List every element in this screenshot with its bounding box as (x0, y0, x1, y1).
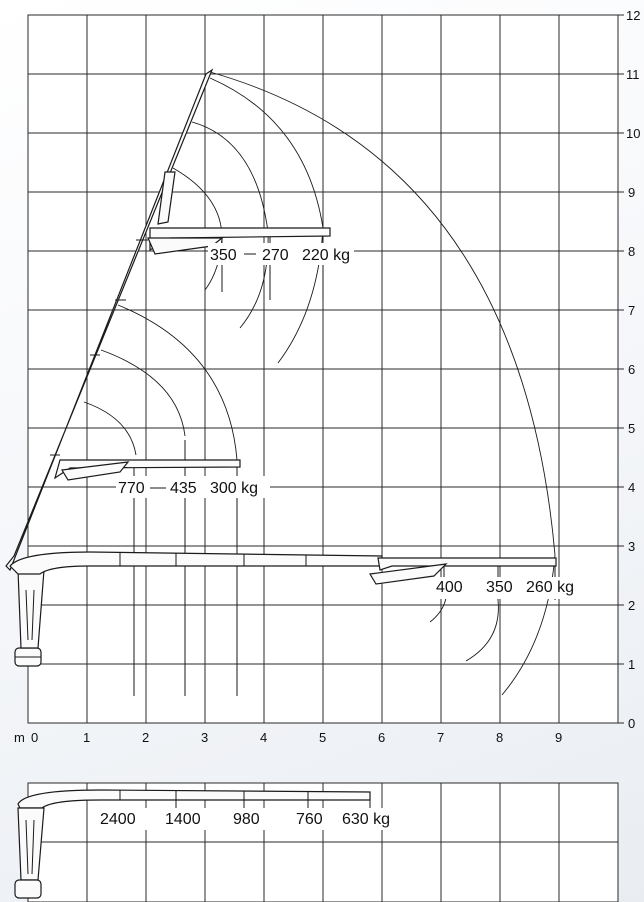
y-tick-4: 4 (628, 480, 635, 495)
x-tick-5: 5 (319, 730, 326, 745)
bottom-cap-3: 980 (233, 811, 260, 828)
x-tick-1: 1 (83, 730, 90, 745)
bottom-cap-4: 760 (296, 811, 323, 828)
low-cap-2: 350 (486, 579, 513, 596)
y-tick-8: 8 (628, 244, 635, 259)
x-tick-6: 6 (378, 730, 385, 745)
low-cap-1: 400 (436, 579, 463, 596)
bottom-boom-capacities: 2400 1400 980 760 630 kg (98, 808, 398, 830)
y-tick-6: 6 (628, 362, 635, 377)
x-tick-4: 4 (260, 730, 267, 745)
y-tick-9: 9 (628, 185, 635, 200)
upper-jib-capacities: 350 270 220 kg (208, 243, 354, 265)
mid-cap-2: 435 (170, 480, 197, 497)
crane-bottom (14, 789, 371, 899)
mid-jib-capacities: 770 435 300 kg (116, 476, 270, 498)
low-cap-3: 260 kg (526, 579, 574, 596)
mid-cap-1: 770 (118, 480, 145, 497)
y-tick-7: 7 (628, 303, 635, 318)
max-reach-arc (209, 71, 556, 696)
y-tick-2: 2 (628, 598, 635, 613)
upper-cap-2: 270 (262, 247, 289, 264)
upper-cap-3: 220 kg (302, 247, 350, 264)
mid-arc-2 (100, 349, 186, 437)
x-tick-8: 8 (496, 730, 503, 745)
crane-main (5, 68, 557, 667)
low-arc-2 (465, 599, 499, 662)
bottom-cap-2: 1400 (165, 811, 201, 828)
x-axis-labels: m 0 1 2 3 4 5 6 7 8 9 (14, 730, 562, 745)
mid-cap-3: 300 kg (210, 480, 258, 497)
x-unit-label: m (14, 730, 25, 745)
x-tick-0: 0 (31, 730, 38, 745)
mid-arc-1 (117, 304, 238, 461)
x-tick-7: 7 (437, 730, 444, 745)
y-tick-10: 10 (626, 126, 640, 141)
x-tick-2: 2 (142, 730, 149, 745)
x-tick-3: 3 (201, 730, 208, 745)
mid-arc-3 (83, 401, 137, 456)
y-tick-1: 1 (628, 657, 635, 672)
upper-cap-1: 350 (210, 247, 237, 264)
y-tick-0: 0 (628, 716, 635, 731)
y-tick-11: 11 (626, 67, 640, 82)
y-tick-3: 3 (628, 539, 635, 554)
y-tick-12: 12 (626, 8, 640, 23)
y-tick-5: 5 (628, 421, 635, 436)
bottom-cap-5: 630 kg (342, 811, 390, 828)
x-tick-9: 9 (555, 730, 562, 745)
bottom-cap-1: 2400 (100, 811, 136, 828)
bottom-grid (28, 783, 618, 902)
main-grid (28, 14, 624, 724)
horizontal-jib-capacities: 400 350 260 kg (434, 577, 584, 599)
y-axis-labels: 0 1 2 3 4 5 6 7 8 9 10 11 12 (626, 8, 640, 731)
